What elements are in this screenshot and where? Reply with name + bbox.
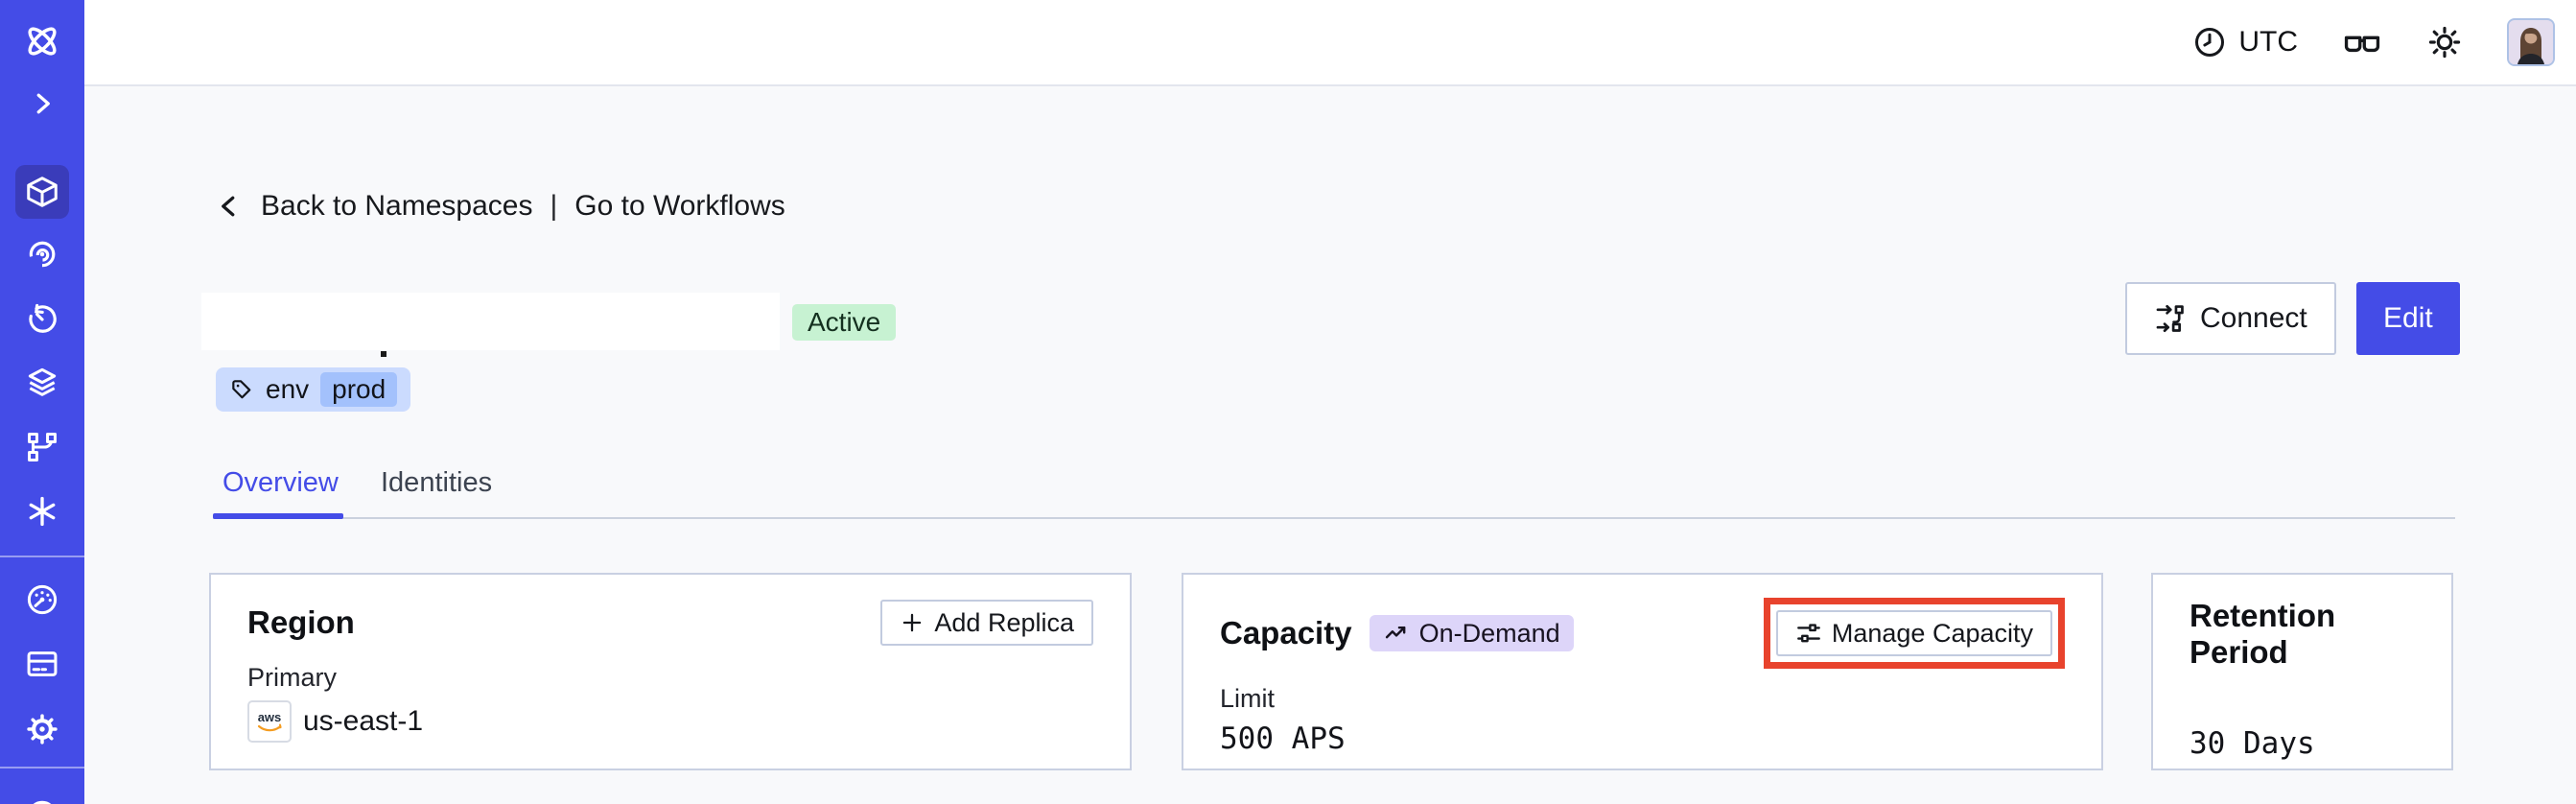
text-artifact-dot [381, 351, 386, 357]
main-content: Back to Namespaces | Go to Workflows Act… [84, 86, 2576, 804]
layers-icon [24, 364, 60, 400]
branch-icon [24, 429, 60, 465]
aws-logo-text: aws [258, 710, 282, 724]
sidebar-item-settings[interactable] [15, 702, 69, 756]
capacity-field-label: Limit [1220, 684, 1276, 713]
ondemand-badge-label: On-Demand [1418, 618, 1560, 648]
back-chevron-icon[interactable] [215, 192, 244, 221]
tag-value-chip: prod [320, 372, 398, 407]
tab-overview[interactable]: Overview [222, 467, 339, 498]
tab-identities[interactable]: Identities [381, 467, 493, 498]
user-avatar[interactable] [2507, 18, 2555, 66]
capacity-value: 500 APS [1220, 721, 1346, 756]
sidebar-item-nexus[interactable] [15, 420, 69, 474]
sidebar [0, 0, 84, 804]
gear-icon [24, 711, 60, 747]
namespace-title-redacted [201, 293, 780, 350]
sidebar-item-usage[interactable] [15, 573, 69, 627]
connect-button[interactable]: Connect [2125, 282, 2336, 355]
retention-value: 30 Days [2190, 726, 2315, 761]
credit-card-icon [24, 646, 60, 682]
gauge-icon [24, 581, 60, 618]
manage-capacity-button[interactable]: Manage Capacity [1775, 610, 2052, 656]
region-card-title: Region [247, 604, 355, 640]
asterisk-icon [24, 493, 60, 530]
sidebar-item-home[interactable] [15, 14, 69, 68]
region-card: Region Add Replica Primary aws [209, 573, 1132, 770]
annotation-highlight-box: Manage Capacity [1763, 598, 2065, 669]
cube-icon [24, 174, 60, 210]
plus-icon [900, 610, 925, 635]
clock-icon [2192, 25, 2227, 59]
retention-card-title: Retention Period [2190, 598, 2336, 670]
sidebar-divider [0, 556, 84, 557]
spiral-icon [24, 236, 60, 272]
edit-button[interactable]: Edit [2356, 282, 2460, 355]
ondemand-badge: On-Demand [1369, 615, 1574, 651]
connect-flow-icon [2154, 302, 2187, 335]
sidebar-expand-button[interactable] [15, 77, 69, 130]
sidebar-item-deployments[interactable] [15, 355, 69, 409]
sidebar-divider [0, 767, 84, 769]
sidebar-item-batch-operations[interactable] [15, 485, 69, 538]
active-tab-underline [213, 513, 343, 519]
chevron-right-icon [28, 89, 57, 118]
aws-logo-badge: aws [247, 700, 292, 743]
add-replica-button[interactable]: Add Replica [880, 600, 1093, 646]
retry-clock-icon [24, 301, 60, 338]
timezone-label: UTC [2238, 26, 2298, 58]
tag-key: env [266, 374, 310, 404]
connect-button-label: Connect [2200, 302, 2307, 334]
sliders-icon [1795, 620, 1822, 647]
circle-icon [24, 797, 60, 804]
status-badge: Active [792, 304, 897, 341]
sun-icon[interactable] [2426, 24, 2463, 60]
capacity-card: Capacity On-Demand [1182, 573, 2103, 770]
tabs-divider [213, 517, 2455, 519]
region-value: us-east-1 [303, 705, 424, 737]
retention-card: Retention Period 30 Days [2151, 573, 2453, 770]
sidebar-item-namespaces[interactable] [15, 165, 69, 219]
timezone-selector[interactable]: UTC [2192, 25, 2298, 59]
breadcrumb-back-link[interactable]: Back to Namespaces [261, 190, 533, 222]
capacity-card-title: Capacity [1220, 615, 1352, 650]
sidebar-item-schedules[interactable] [15, 293, 69, 346]
edit-button-label: Edit [2383, 302, 2433, 334]
sidebar-item-support[interactable] [15, 789, 69, 804]
breadcrumb-workflows-link[interactable]: Go to Workflows [574, 190, 785, 222]
tag-icon [229, 377, 254, 402]
trending-up-icon [1383, 620, 1410, 647]
namespace-tag[interactable]: env prod [216, 367, 411, 412]
breadcrumb: Back to Namespaces | Go to Workflows [215, 190, 785, 223]
temporal-logo-icon [21, 20, 63, 62]
manage-capacity-label: Manage Capacity [1831, 618, 2033, 648]
topbar: UTC [84, 0, 2576, 86]
sidebar-item-workflows[interactable] [15, 227, 69, 281]
sidebar-item-billing[interactable] [15, 637, 69, 691]
add-replica-label: Add Replica [934, 607, 1074, 637]
region-field-label: Primary [247, 663, 337, 692]
glasses-icon[interactable] [2342, 22, 2382, 62]
breadcrumb-separator: | [550, 190, 558, 222]
